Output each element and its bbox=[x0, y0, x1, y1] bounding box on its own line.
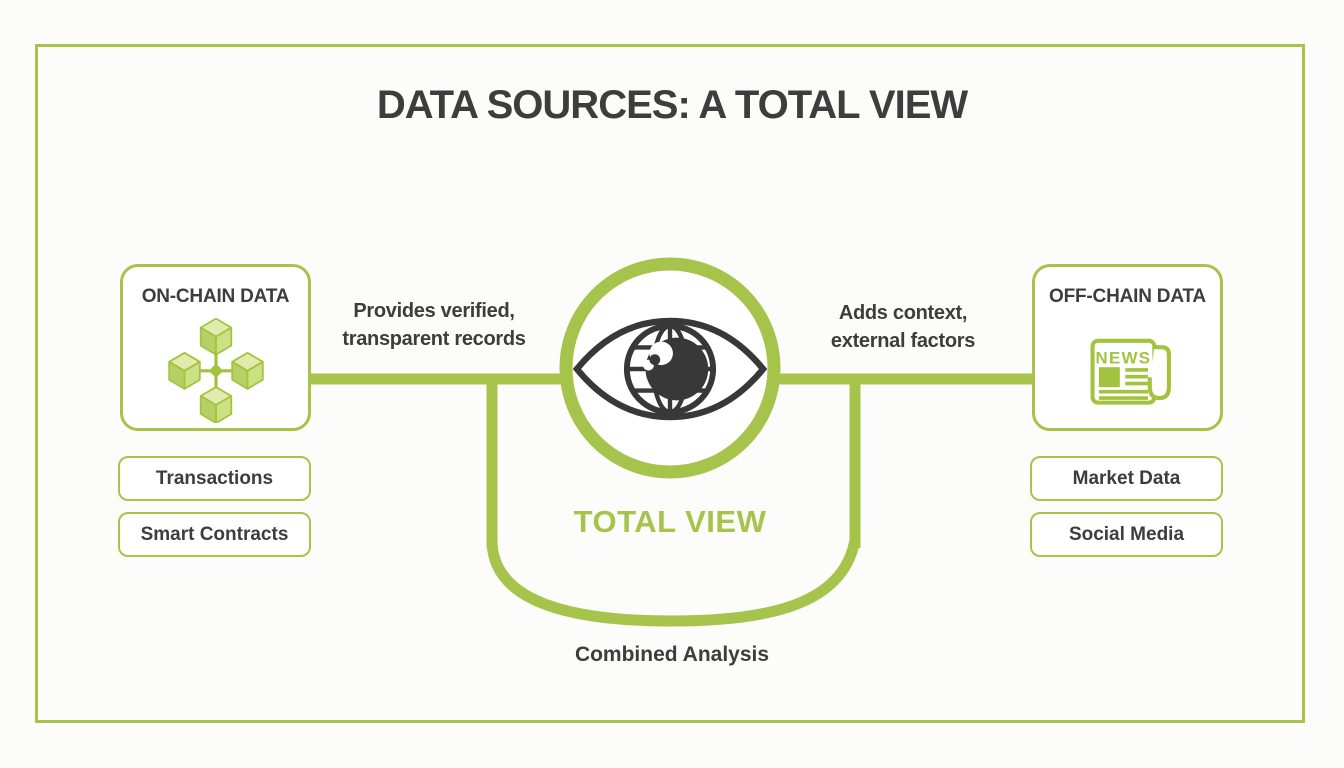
combined-analysis-curve bbox=[486, 538, 861, 627]
combined-analysis-label: Combined Analysis bbox=[574, 643, 770, 666]
transactions-pill: Transactions bbox=[118, 456, 311, 501]
total-view-label: TOTAL VIEW bbox=[573, 504, 767, 539]
page-title: DATA SOURCES: A TOTAL VIEW bbox=[376, 83, 968, 127]
right-connector-line-2: external factors bbox=[830, 330, 976, 352]
right-connector-line-1: Adds context, bbox=[838, 302, 968, 324]
outer-frame bbox=[35, 44, 1305, 723]
left-connector-line-1: Provides verified, bbox=[353, 300, 515, 322]
left-connector-line-2: transparent records bbox=[342, 328, 526, 350]
off-chain-data-card: OFF-CHAIN DATA NEWS bbox=[1032, 264, 1223, 431]
right-connector-label: Adds context, external factors bbox=[802, 299, 1004, 355]
social-media-pill: Social Media bbox=[1030, 512, 1223, 557]
off-chain-card-title: OFF-CHAIN DATA bbox=[1049, 286, 1206, 307]
smart-contracts-pill: Smart Contracts bbox=[118, 512, 311, 557]
left-connector-label: Provides verified, transparent records bbox=[330, 297, 538, 353]
on-chain-data-card: ON-CHAIN DATA bbox=[120, 264, 311, 431]
eye-globe-icon bbox=[572, 310, 768, 428]
market-data-pill: Market Data bbox=[1030, 456, 1223, 501]
newspaper-news-text: NEWS bbox=[1095, 349, 1151, 368]
newspaper-icon: NEWS bbox=[1078, 310, 1178, 428]
blockchain-cubes-icon bbox=[160, 310, 272, 428]
on-chain-card-title: ON-CHAIN DATA bbox=[141, 286, 290, 307]
